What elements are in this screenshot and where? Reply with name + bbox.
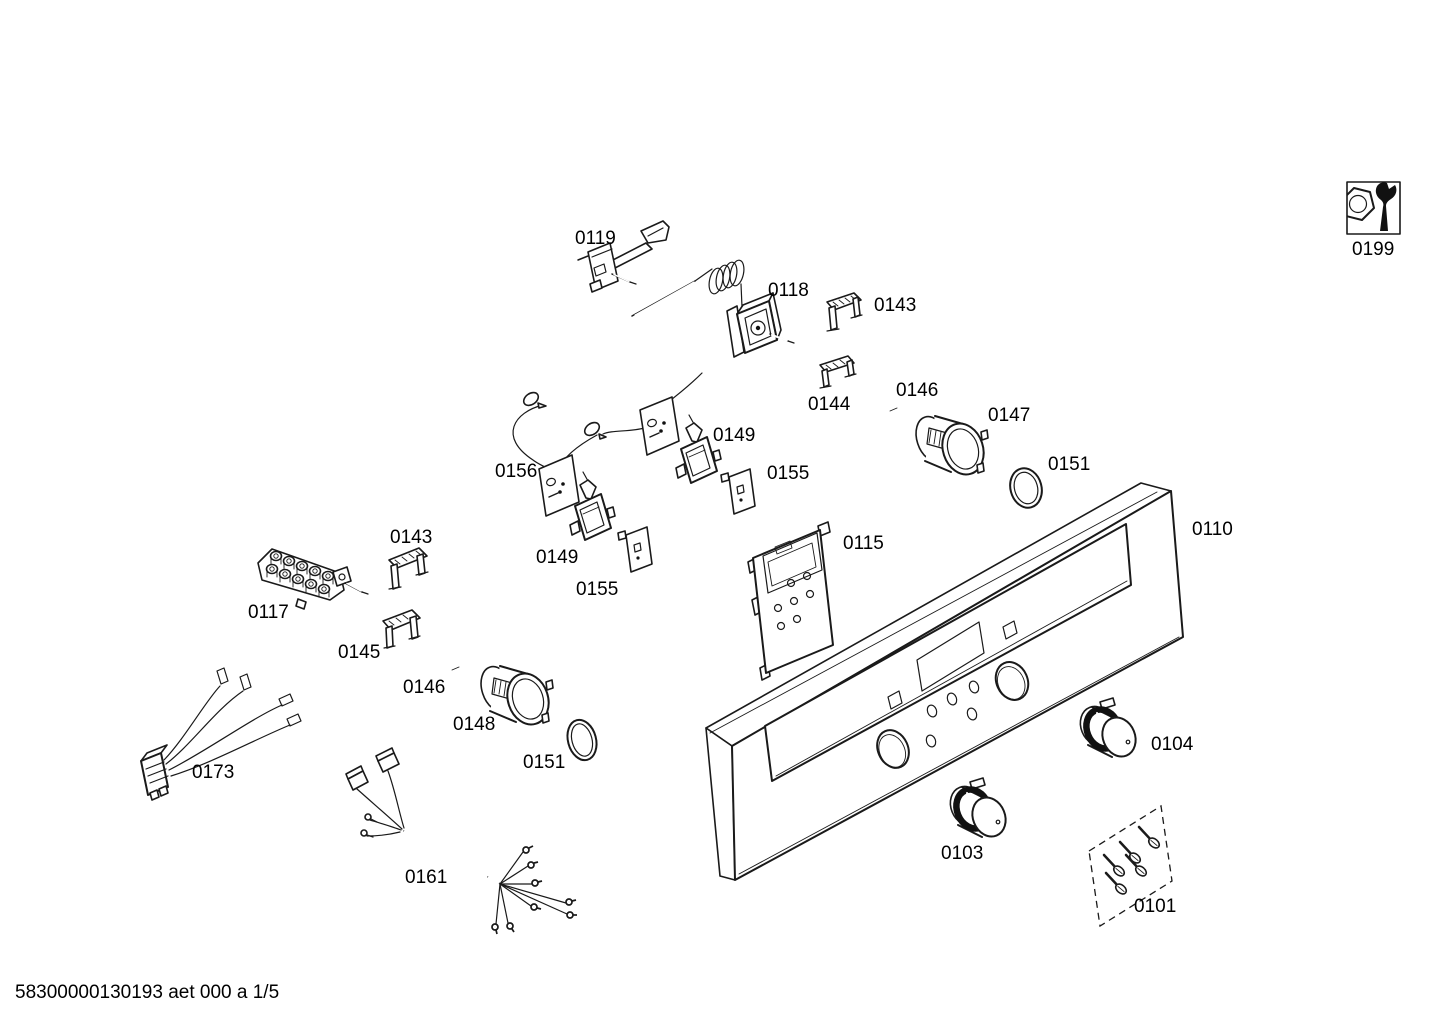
screws xyxy=(1102,825,1161,895)
part-label-0119: 0119 xyxy=(575,228,616,249)
part-label-0173: 0173 xyxy=(192,762,234,783)
part-label-0151-bottom: 0151 xyxy=(523,752,565,773)
part-control-panel-0110 xyxy=(705,482,1184,881)
part-pin-0146-left xyxy=(448,662,463,674)
part-label-0147: 0147 xyxy=(988,405,1030,426)
callout-labels: 0119 0118 0143 0144 0146 0147 0151 0156 … xyxy=(192,228,1394,917)
part-label-0149-top: 0149 xyxy=(713,425,755,446)
part-clip-0143-left xyxy=(388,547,429,590)
part-knob-0103 xyxy=(945,778,1012,842)
part-label-0104: 0104 xyxy=(1151,734,1194,755)
capillary-coil xyxy=(708,259,745,295)
part-lamp-assembly-0156 xyxy=(512,372,703,517)
part-label-0146-top: 0146 xyxy=(896,380,938,401)
part-ring-0151-top xyxy=(1009,467,1043,509)
part-label-0156: 0156 xyxy=(495,461,537,482)
part-label-0145: 0145 xyxy=(338,642,380,663)
part-label-0143-top: 0143 xyxy=(874,295,916,316)
part-label-0115: 0115 xyxy=(843,533,884,554)
part-ring-0151-bottom xyxy=(566,718,598,762)
part-bracket-0119 xyxy=(577,220,670,293)
part-label-0199: 0199 xyxy=(1352,239,1394,260)
part-timer-module-0115 xyxy=(747,521,834,681)
part-clip-0143-top xyxy=(826,292,863,332)
part-bracket-0155-mid xyxy=(617,526,653,573)
part-bracket-0155-top xyxy=(720,468,756,515)
part-screw-set-0101 xyxy=(1088,804,1173,928)
part-label-0144: 0144 xyxy=(808,394,851,415)
terminal-row-front xyxy=(265,563,331,598)
part-label-0117: 0117 xyxy=(248,602,289,623)
part-label-0101: 0101 xyxy=(1134,896,1176,917)
part-label-0103: 0103 xyxy=(941,843,983,864)
terminal-row-back xyxy=(269,550,335,585)
harness-fan-wires xyxy=(491,845,577,935)
part-switch-0149-top xyxy=(675,414,722,484)
part-label-0118: 0118 xyxy=(768,280,809,301)
part-clip-0145 xyxy=(382,609,421,649)
part-knob-0104 xyxy=(1074,697,1137,758)
part-label-0161: 0161 xyxy=(405,867,447,888)
part-knob-support-0148 xyxy=(480,665,554,726)
part-label-0110: 0110 xyxy=(1192,519,1233,540)
part-harness-0161 xyxy=(345,747,577,935)
service-wrench-icon xyxy=(1346,181,1401,235)
part-label-0146-left: 0146 xyxy=(403,677,445,698)
indicator-holes xyxy=(925,680,980,748)
part-pin-0146-top xyxy=(886,403,901,415)
part-label-0148: 0148 xyxy=(453,714,495,735)
part-label-0143-left: 0143 xyxy=(390,527,432,548)
part-label-0149-mid: 0149 xyxy=(536,547,578,568)
part-terminal-block-0117 xyxy=(257,548,369,610)
part-label-0155-top: 0155 xyxy=(767,463,809,484)
part-label-0155-mid: 0155 xyxy=(576,579,618,600)
part-clip-0144 xyxy=(819,355,857,389)
part-knob-support-0147 xyxy=(915,415,989,476)
document-number: 58300000130193 aet 000 a 1/5 xyxy=(15,982,279,1003)
part-cable-0173 xyxy=(140,667,302,801)
part-label-0151-top: 0151 xyxy=(1048,454,1090,475)
part-thermostat-0118 xyxy=(631,259,795,358)
